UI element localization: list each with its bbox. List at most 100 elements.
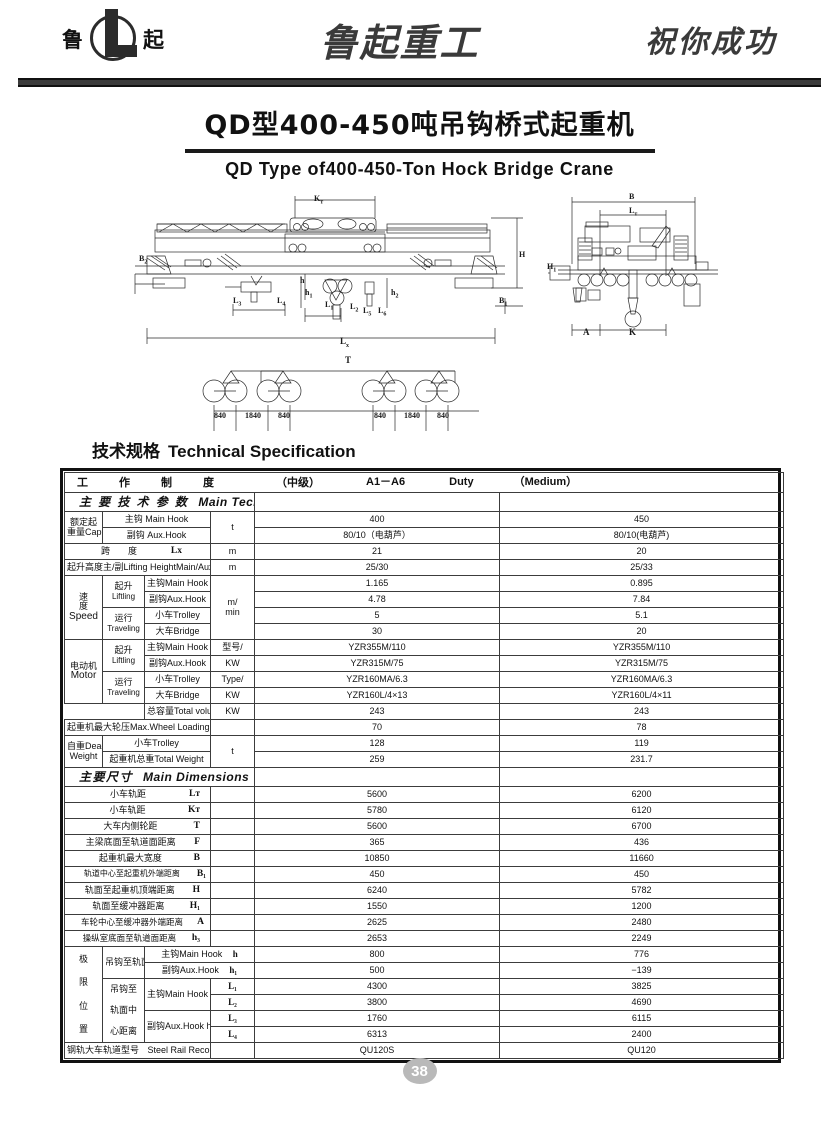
- table-row: 轨道中心至起重机外端距离 B₁ 450 450: [64, 866, 785, 883]
- wheel-spacing-3: 840: [278, 411, 290, 420]
- duty-class-cn: （中级）: [276, 475, 320, 489]
- page-title-cn: QD型400-450吨吊钩桥式起重机: [204, 110, 635, 141]
- value-450-total-volume: 243: [498, 703, 785, 720]
- specification-table-frame: 工 作 制 度 （中级） A1－A6 Duty （Medium） 主 要 技 术…: [60, 468, 785, 1063]
- dim-value-450-2: 6700: [498, 818, 785, 835]
- dim-label-l3: L3: [233, 296, 242, 308]
- value-400-total-volume: 243: [254, 703, 500, 720]
- dim-label-text-3: 主梁底面至轨道面距离: [85, 836, 176, 847]
- dim-row-label-9: 操纵室底面至轨道面距离 h₃: [64, 930, 211, 947]
- dim-label-k: K: [629, 327, 637, 337]
- unit-lifting-height: m: [210, 559, 255, 576]
- specification-table: 工 作 制 度 （中级） A1－A6 Duty （Medium） 主 要 技 术…: [63, 472, 785, 1059]
- limit-symbol-3: L₂: [210, 994, 255, 1011]
- row-sublabel-speed-trolley: 小车Trolley: [144, 607, 211, 624]
- dim-value-400-1: 5780: [254, 802, 500, 819]
- dim-unit-2: [210, 818, 255, 835]
- section-main-cn: 主 要 技 术 参 数: [79, 494, 189, 509]
- table-row: 起重机最大宽度 B 10850 11660: [64, 850, 785, 867]
- dim-unit-1: [210, 802, 255, 819]
- unit-motor-type-2: Type/: [210, 671, 255, 688]
- row-sublabel-motor-aux-hook: 副钩Aux.Hook: [144, 655, 211, 672]
- duty-class-en: （Medium）: [513, 475, 578, 488]
- value-400-speed-trolley: 5: [254, 607, 500, 624]
- dim-row-label-6: 轨面至起重机顶端距离 H: [64, 882, 211, 899]
- value-450-motor-bridge: YZR160L/4×11: [498, 687, 785, 704]
- dim-label-a: A: [583, 327, 590, 337]
- brand-slogan: 祝你成功: [645, 25, 777, 60]
- value-400-trolley-weight: 128: [254, 735, 500, 752]
- unit-steel-rail: [210, 1042, 255, 1059]
- limit-symbol-4: L₃: [210, 1010, 255, 1027]
- dim-symbol-0: Lᴛ: [188, 788, 200, 799]
- dim-unit-9: [210, 930, 255, 947]
- table-row: 总容量Total volume KW 243 243: [64, 703, 785, 720]
- value-450-speed-main: 0.895: [498, 575, 785, 592]
- value-450-motor-main: YZR355M/110: [498, 639, 785, 656]
- dim-value-400-2: 5600: [254, 818, 500, 835]
- limit-symbol-0: h: [232, 948, 238, 959]
- side-elevation-drawing: [134, 196, 523, 344]
- dim-value-450-6: 5782: [498, 882, 785, 899]
- section-dims-blank-b: [498, 767, 785, 787]
- dim-symbol-8: A: [197, 916, 204, 927]
- dim-symbol-2: T: [193, 820, 200, 831]
- table-row: 小车轨距 Kᴛ 5780 6120: [64, 802, 785, 819]
- dim-unit-6: [210, 882, 255, 899]
- limit-symbol-5: L₄: [210, 1026, 255, 1043]
- dim-unit-3: [210, 834, 255, 851]
- table-row: 副钩Aux.Hook 4.78 7.84: [65, 591, 785, 608]
- dim-label-l5: L5: [363, 306, 372, 318]
- wheel-spacing-4: 840: [374, 411, 386, 420]
- steel-rail-label-cn: 钢轨大车轨道型号: [67, 1044, 140, 1055]
- limit-value-450-5: 2400: [498, 1026, 785, 1043]
- value-450-total-weight: 231.7: [498, 751, 785, 768]
- value-450-speed-aux: 7.84: [498, 591, 785, 608]
- table-row: 主梁底面至轨道面距离 F 365 436: [64, 834, 785, 851]
- dim-label-l4: L4: [277, 296, 286, 308]
- header-divider: [18, 78, 821, 87]
- limit-value-450-4: 6115: [498, 1010, 785, 1027]
- table-row: 大车内侧轮距 T 5600 6700: [64, 818, 785, 835]
- dim-value-400-7: 1550: [254, 898, 500, 915]
- logo-right-character: 起: [143, 28, 164, 52]
- row-label-lifting-height: 起升高度主/副Lifting HeightMain/Aux: [64, 559, 211, 576]
- dim-value-450-5: 450: [498, 866, 785, 883]
- dim-symbol-6: H: [192, 884, 200, 895]
- dim-label-lt: Lт: [629, 206, 638, 218]
- value-450-motor-aux: YZR315M/75: [498, 655, 785, 672]
- brand-calligraphy: 鲁起重工: [319, 19, 480, 65]
- limit-label-text-1: 副钩Aux.Hook: [161, 964, 219, 975]
- dim-label-b1: B1: [499, 296, 508, 308]
- limit-row-label-0: 主钩Main Hook h: [144, 946, 255, 963]
- dim-value-400-8: 2625: [254, 914, 500, 931]
- value-400-total-weight: 259: [254, 751, 500, 768]
- dim-symbol-9: h₃: [191, 932, 200, 943]
- row-label-capacity: 额定起重量Cap.: [64, 511, 103, 544]
- value-450-trolley-weight: 119: [498, 735, 785, 752]
- table-row: 自重Dead-Weight 小车Trolley t 128 119: [64, 735, 785, 768]
- value-400-lifting-height: 25/30: [254, 559, 500, 576]
- row-sublabel-speed-aux-hook: 副钩Aux.Hook: [144, 591, 211, 608]
- limit-value-450-2: 3825: [498, 978, 785, 995]
- limit-symbol-1: h₁: [229, 964, 238, 975]
- steel-rail-label-en: Steel Rail Recommended: [147, 1044, 210, 1055]
- title-underline: [184, 149, 655, 153]
- dim-row-label-1: 小车轨距 Kᴛ: [64, 802, 211, 819]
- section-main-blank-b: [498, 492, 785, 512]
- dim-value-400-5: 450: [254, 866, 500, 883]
- value-450-span: 20: [498, 543, 785, 560]
- row-symbol-lx: Lx: [170, 545, 182, 556]
- dim-value-450-4: 11660: [498, 850, 785, 867]
- dim-label-text-4: 起重机最大宽度: [98, 852, 162, 863]
- value-450-speed-bridge: 20: [498, 623, 785, 640]
- dim-label-b2: B2: [139, 254, 148, 266]
- section-dims-cn: 主要尺寸: [79, 769, 134, 784]
- row-label-max-wheel-loading: 起重机最大轮压Max.Wheel Loading: [64, 719, 211, 736]
